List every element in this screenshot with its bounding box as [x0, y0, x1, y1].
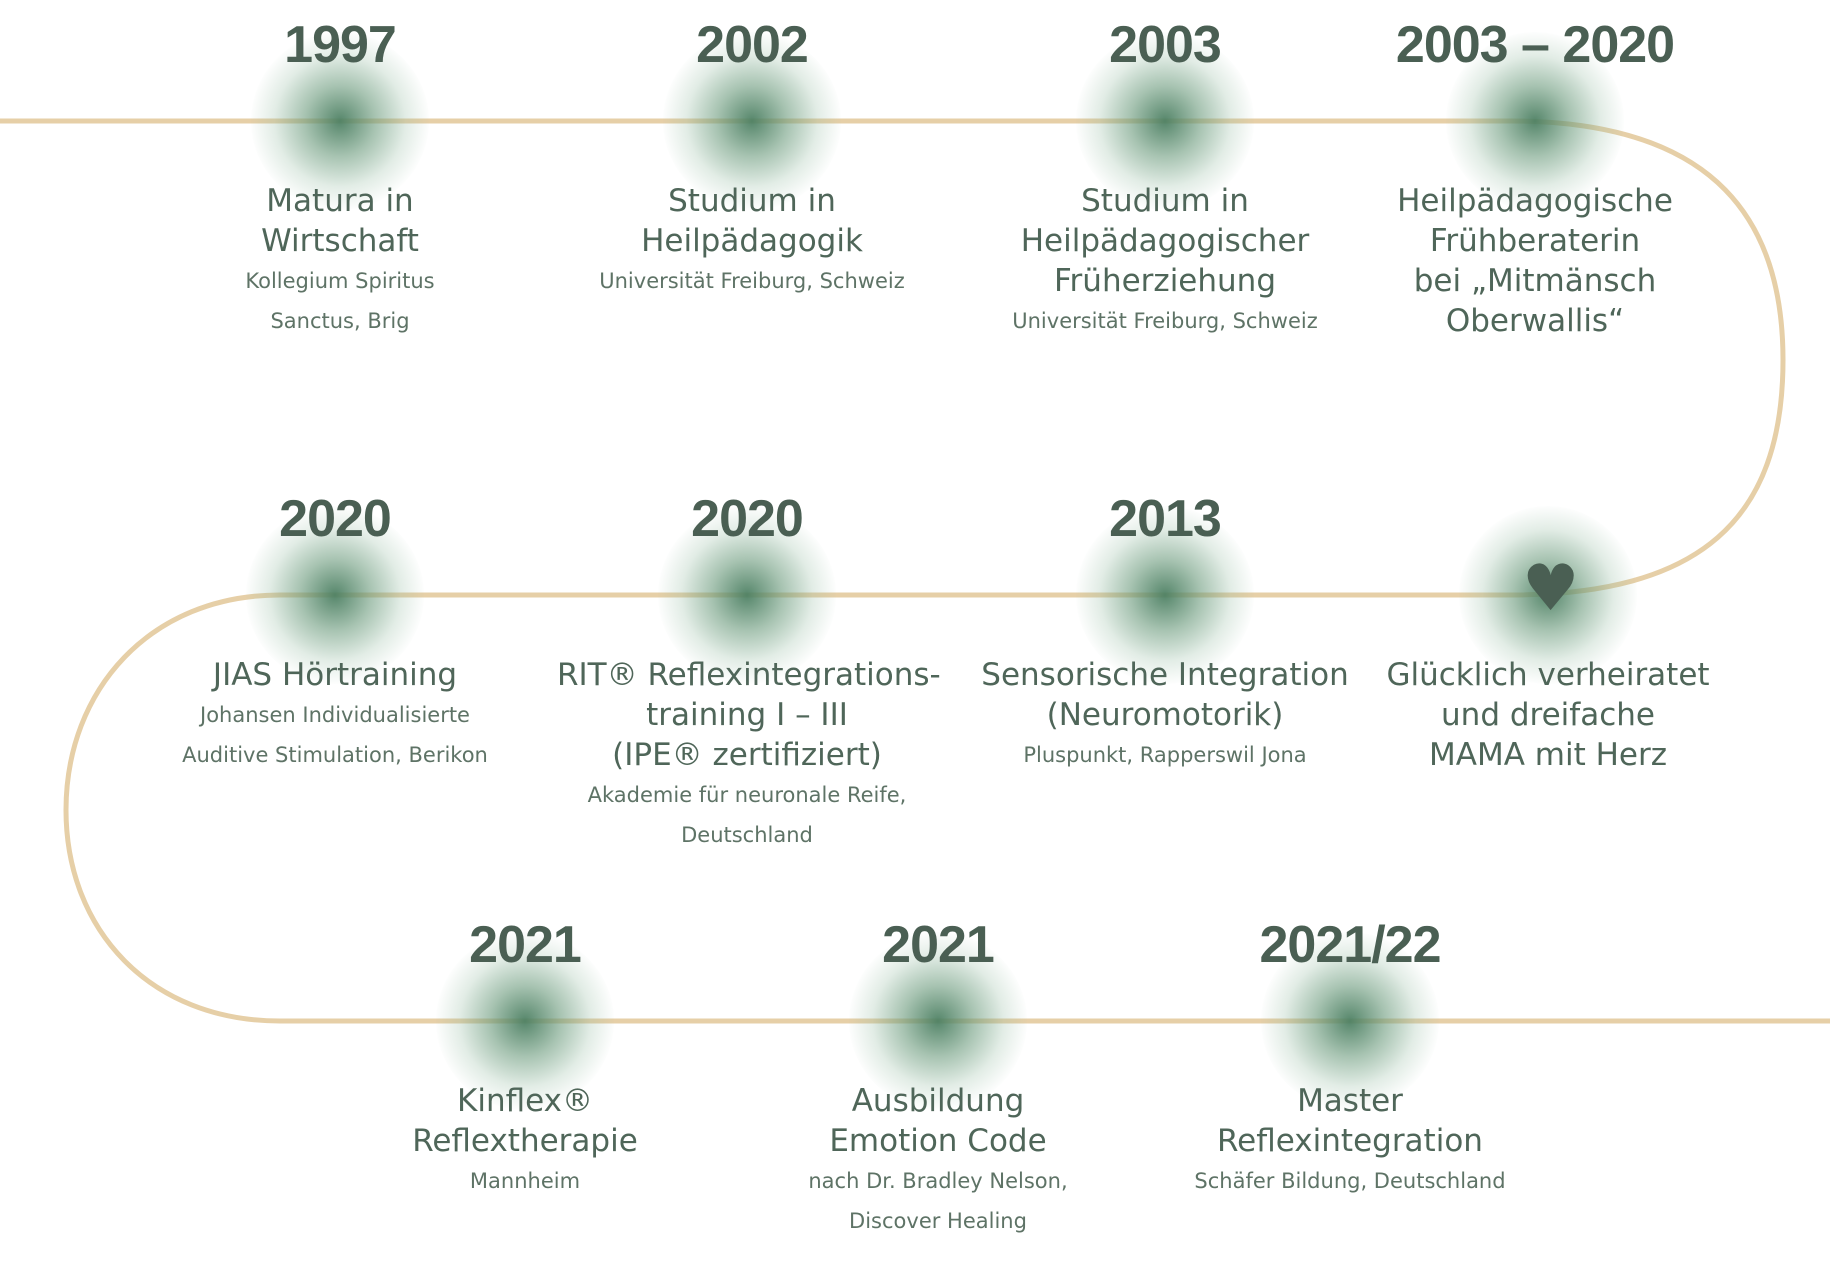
milestone-year: 2021 [882, 916, 995, 974]
milestone-title-line: und dreifache [1441, 697, 1655, 733]
milestone-subtitle-line: Sanctus, Brig [270, 309, 410, 333]
milestone-year: 2021/22 [1259, 916, 1442, 974]
milestone-subtitle-line: Discover Healing [849, 1209, 1027, 1233]
milestone-year: 2020 [279, 490, 392, 548]
milestone-title-line: Matura in [266, 183, 414, 219]
milestone-title: RIT® Reflexintegrations-training I – III… [557, 655, 941, 775]
milestone-title-line: Heilpädagogische [1397, 183, 1673, 219]
milestone-title-line: training I – III [646, 697, 848, 733]
milestone-subtitle-line: Universität Freiburg, Schweiz [1012, 309, 1318, 333]
heart-icon: ♥ [1522, 552, 1580, 626]
milestone-title-line: Sensorische Integration [981, 657, 1349, 693]
milestone-subtitle: Pluspunkt, Rapperswil Jona [975, 735, 1355, 775]
milestone-node-glow [1459, 506, 1637, 684]
milestone-subtitle-line: Akademie für neuronale Reife, [587, 783, 907, 807]
milestone-title: Kinflex® Reflextherapie [335, 1081, 715, 1161]
milestone-node-glow [1076, 32, 1254, 210]
milestone-title-line: Master [1297, 1083, 1403, 1119]
milestone-node-glow [849, 932, 1027, 1110]
milestone-subtitle: Schäfer Bildung, Deutschland [1160, 1161, 1540, 1201]
milestone-title-line: (Neuromotorik) [1046, 697, 1284, 733]
milestone-year: 2002 [696, 16, 809, 74]
milestone-node-glow [251, 32, 429, 210]
milestone-title-line: Studium in [1081, 183, 1249, 219]
milestone-subtitle: Akademie für neuronale Reife, Deutschland [557, 775, 937, 855]
milestone-title: JIAS Hörtraining [145, 655, 525, 695]
milestone-year: 2020 [691, 490, 804, 548]
milestone-title: Studium in Heilpädagogik [562, 181, 942, 261]
milestone-year: 2003 – 2020 [1395, 16, 1675, 74]
milestone-title-line: Frühberaterin [1429, 223, 1641, 259]
milestone-title-line: Ausbildung [851, 1083, 1025, 1119]
milestone-title-line: bei „Mitmänsch [1413, 263, 1657, 299]
milestone-subtitle-line: Schäfer Bildung, Deutschland [1194, 1169, 1506, 1193]
milestone-year: 2021 [469, 916, 582, 974]
milestone-title-line: RIT® Reflexintegrations- [557, 657, 941, 693]
milestone-title-line: (IPE® zertifiziert) [612, 737, 882, 773]
milestone-subtitle-line: Pluspunkt, Rapperswil Jona [1023, 743, 1307, 767]
milestone-subtitle: Universität Freiburg, Schweiz [975, 301, 1355, 341]
milestone-node-glow [1076, 506, 1254, 684]
milestone-title-line: Früherziehung [1053, 263, 1276, 299]
milestone-title-line: Studium in [668, 183, 836, 219]
milestone-title-line: MAMA mit Herz [1429, 737, 1667, 773]
milestone-subtitle-line: nach Dr. Bradley Nelson, [808, 1169, 1068, 1193]
milestone-subtitle-line: Universität Freiburg, Schweiz [599, 269, 905, 293]
milestone-subtitle-line: Johansen Individualisierte [200, 703, 470, 727]
milestone-node-glow [246, 506, 424, 684]
milestone-subtitle: Universität Freiburg, Schweiz [562, 261, 942, 301]
milestone-title-line: Kinflex® [457, 1083, 593, 1119]
milestone-title: Matura in Wirtschaft [150, 181, 530, 261]
milestone-subtitle-line: Kollegium Spiritus [245, 269, 435, 293]
milestone-title-line: Reflexintegration [1217, 1123, 1483, 1159]
milestone-node-glow [658, 506, 836, 684]
milestone-node-glow [1446, 32, 1624, 210]
milestone-title-line: Reflextherapie [412, 1123, 638, 1159]
milestone-subtitle-line: Deutschland [681, 823, 813, 847]
milestone-subtitle: nach Dr. Bradley Nelson, Discover Healing [748, 1161, 1128, 1241]
milestone-title-line: Glücklich verheiratet [1386, 657, 1710, 693]
milestone-subtitle-line: Auditive Stimulation, Berikon [182, 743, 488, 767]
milestone-title-line: Heilpädagogischer [1020, 223, 1310, 259]
milestone-year: 2013 [1109, 490, 1222, 548]
milestone-title-line: Emotion Code [829, 1123, 1047, 1159]
milestone-title: Sensorische Integration (Neuromotorik) [975, 655, 1355, 735]
milestone-title-line: JIAS Hörtraining [212, 657, 458, 693]
milestone-title-line: Heilpädagogik [641, 223, 863, 259]
milestone-subtitle: Mannheim [335, 1161, 715, 1201]
milestone-node-glow [436, 932, 614, 1110]
milestone-title-line: Oberwallis“ [1445, 303, 1625, 339]
milestone-title-line: Wirtschaft [261, 223, 419, 259]
milestone-node-glow [663, 32, 841, 210]
milestone-node-glow [1261, 932, 1439, 1110]
milestone-subtitle-line: Mannheim [469, 1169, 581, 1193]
milestone-year: 1997 [284, 16, 397, 74]
milestone-year: 2003 [1109, 16, 1222, 74]
